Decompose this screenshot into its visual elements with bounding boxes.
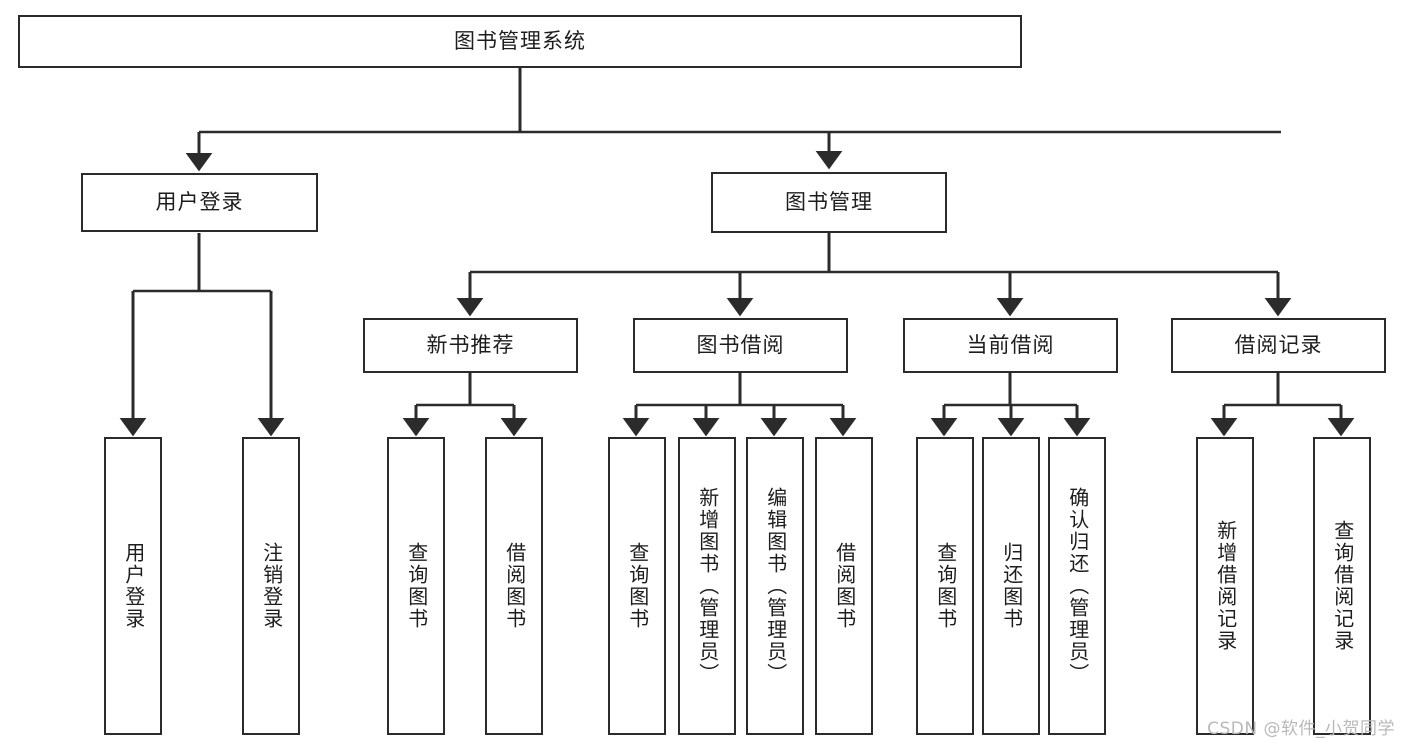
node-new-book-recommend-label: 新书推荐 (426, 332, 515, 357)
node-leaf-query-book-1-label: 查询图书 (404, 542, 429, 630)
node-leaf-user-login-label: 用户登录 (121, 542, 146, 630)
node-root-system[interactable]: 图书管理系统 (18, 15, 1022, 68)
node-leaf-borrow-book-1[interactable]: 借阅图书 (485, 437, 543, 735)
node-leaf-query-book-3-label: 查询图书 (933, 542, 958, 630)
node-leaf-query-record-label: 查询借阅记录 (1330, 520, 1355, 652)
node-leaf-add-book-label: 新增图书（管理员） (695, 487, 720, 685)
node-user-login-label: 用户登录 (155, 189, 244, 214)
node-root-system-label: 图书管理系统 (454, 28, 586, 53)
node-leaf-user-login[interactable]: 用户登录 (104, 437, 162, 735)
node-leaf-add-record-label: 新增借阅记录 (1213, 520, 1238, 652)
node-leaf-logout-login-label: 注销登录 (259, 542, 284, 630)
node-book-borrow-label: 图书借阅 (696, 332, 785, 357)
node-leaf-borrow-book-2[interactable]: 借阅图书 (815, 437, 873, 735)
node-leaf-edit-book[interactable]: 编辑图书（管理员） (746, 437, 804, 735)
node-new-book-recommend[interactable]: 新书推荐 (363, 318, 578, 373)
node-book-borrow[interactable]: 图书借阅 (633, 318, 848, 373)
node-leaf-edit-book-label: 编辑图书（管理员） (763, 487, 788, 685)
node-leaf-query-book-2-label: 查询图书 (625, 542, 650, 630)
node-user-login[interactable]: 用户登录 (81, 173, 318, 232)
node-leaf-query-book-2[interactable]: 查询图书 (608, 437, 666, 735)
node-leaf-return-book-label: 归还图书 (999, 542, 1024, 630)
node-leaf-borrow-book-2-label: 借阅图书 (832, 542, 857, 630)
node-current-borrow-label: 当前借阅 (966, 332, 1055, 357)
node-leaf-add-record[interactable]: 新增借阅记录 (1196, 437, 1254, 735)
node-borrow-record[interactable]: 借阅记录 (1171, 318, 1386, 373)
node-borrow-record-label: 借阅记录 (1234, 332, 1323, 357)
node-leaf-borrow-book-1-label: 借阅图书 (502, 542, 527, 630)
node-leaf-return-book[interactable]: 归还图书 (982, 437, 1040, 735)
node-leaf-logout-login[interactable]: 注销登录 (242, 437, 300, 735)
node-leaf-confirm-return-label: 确认归还（管理员） (1065, 487, 1090, 685)
node-leaf-add-book[interactable]: 新增图书（管理员） (678, 437, 736, 735)
node-leaf-query-record[interactable]: 查询借阅记录 (1313, 437, 1371, 735)
node-leaf-query-book-3[interactable]: 查询图书 (916, 437, 974, 735)
node-book-manage[interactable]: 图书管理 (711, 172, 947, 233)
node-current-borrow[interactable]: 当前借阅 (903, 318, 1118, 373)
node-leaf-query-book-1[interactable]: 查询图书 (387, 437, 445, 735)
node-book-manage-label: 图书管理 (785, 189, 873, 214)
node-leaf-confirm-return[interactable]: 确认归还（管理员） (1048, 437, 1106, 735)
